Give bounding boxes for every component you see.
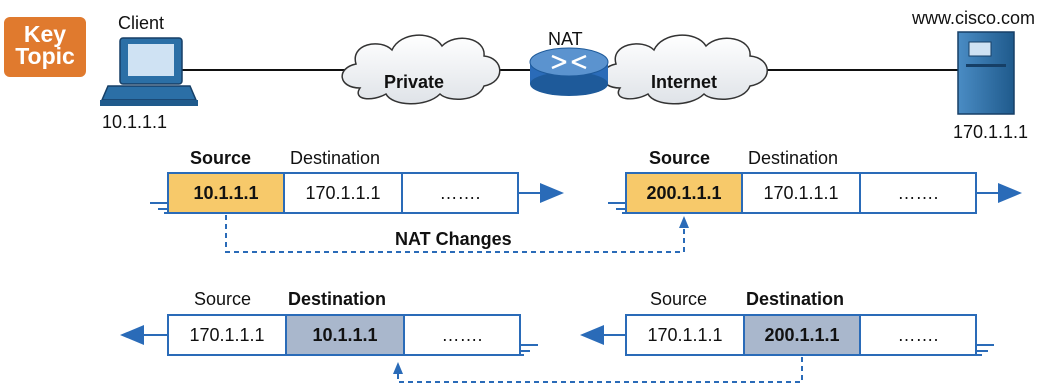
packet-out-public-data: ……. — [897, 183, 939, 203]
packet-out-private-src: 10.1.1.1 — [193, 183, 259, 203]
packet-out-private-data: ……. — [439, 183, 481, 203]
key-topic-line1: Key — [23, 21, 67, 47]
header-source-out-public: Source — [649, 148, 711, 168]
header-destination-in-private: Destination — [288, 289, 387, 309]
nat-change-path-out — [225, 215, 685, 253]
nat-router-label: NAT — [548, 29, 583, 49]
packet-in-public-src: 170.1.1.1 — [647, 325, 723, 345]
key-topic-line2: Topic — [15, 43, 75, 69]
header-source-out-private: Source — [190, 148, 252, 168]
server-ip: 170.1.1.1 — [953, 122, 1029, 142]
packet-in-private-dst: 10.1.1.1 — [312, 325, 378, 345]
packet-in-private-src: 170.1.1.1 — [189, 325, 265, 345]
internet-cloud-label: Internet — [651, 72, 718, 92]
packet-in-private — [120, 314, 538, 356]
packet-in-public — [580, 314, 994, 356]
packet-out-private-dst: 170.1.1.1 — [305, 183, 381, 203]
packet-out-public-src: 200.1.1.1 — [646, 183, 722, 203]
private-cloud-label: Private — [384, 72, 445, 92]
internet-cloud — [601, 34, 768, 105]
key-topic-badge: Key Topic — [4, 17, 86, 77]
private-cloud — [341, 34, 501, 105]
header-destination-out-private: Destination — [290, 148, 381, 168]
header-destination-in-public: Destination — [746, 289, 845, 309]
server-icon — [957, 31, 1015, 115]
packet-in-public-dst: 200.1.1.1 — [764, 325, 840, 345]
packet-out-public-dst: 170.1.1.1 — [763, 183, 839, 203]
header-destination-out-public: Destination — [748, 148, 839, 168]
client-computer-icon — [100, 37, 198, 106]
header-source-in-public: Source — [650, 289, 708, 309]
packet-in-private-data: ……. — [441, 325, 483, 345]
client-label: Client — [118, 13, 165, 33]
nat-router-icon — [529, 47, 609, 96]
server-label: www.cisco.com — [912, 8, 1036, 28]
header-source-in-private: Source — [194, 289, 252, 309]
packet-in-public-data: ……. — [897, 325, 939, 345]
packet-out-public — [608, 172, 1022, 214]
client-ip: 10.1.1.1 — [102, 112, 168, 132]
nat-change-path-in — [397, 357, 803, 383]
packet-out-private — [150, 172, 564, 214]
nat-changes-label: NAT Changes — [395, 229, 512, 249]
